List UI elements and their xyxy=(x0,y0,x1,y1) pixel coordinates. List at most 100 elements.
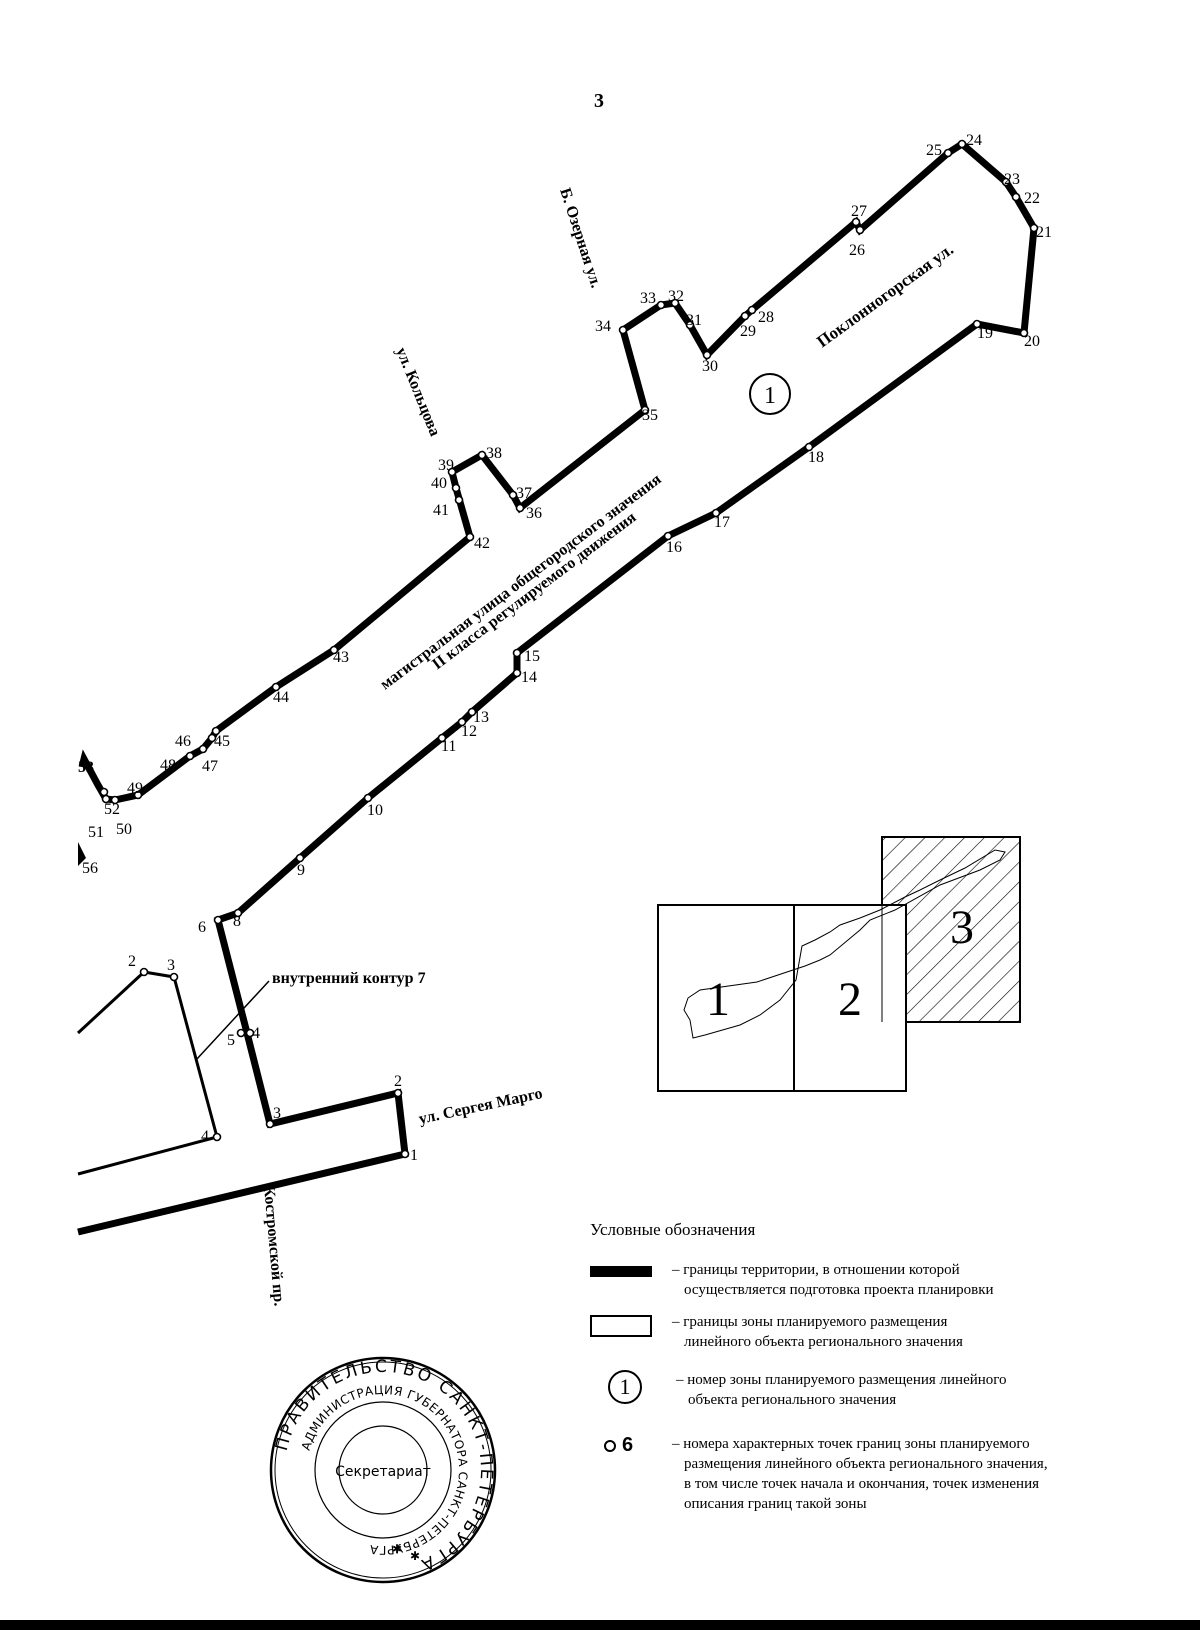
point-marker-15 xyxy=(512,648,522,658)
inner-marker-3 xyxy=(169,972,179,982)
inner-contour-leader xyxy=(195,980,270,1061)
point-marker-19 xyxy=(972,319,982,329)
point-label: 31 xyxy=(686,312,702,329)
point-marker-25 xyxy=(943,148,953,158)
point-marker-41 xyxy=(454,495,464,505)
point-label: 16 xyxy=(666,539,682,556)
point-label: 28 xyxy=(758,309,774,326)
point-marker-10 xyxy=(363,793,373,803)
inner-point-label: 3 xyxy=(167,957,175,974)
point-marker-33 xyxy=(656,300,666,310)
point-label: 30 xyxy=(702,358,718,375)
point-label: 39 xyxy=(438,457,454,474)
point-label: 35 xyxy=(642,407,658,424)
point-marker-1 xyxy=(400,1149,410,1159)
point-label: 23 xyxy=(1004,171,1020,188)
point-marker-44 xyxy=(271,682,281,692)
point-label: 49 xyxy=(127,780,143,797)
point-label: 14 xyxy=(521,669,537,686)
point-label: 37 xyxy=(516,485,532,502)
point-marker-18 xyxy=(804,442,814,452)
street-sergeya-margo: ул. Сергея Марго xyxy=(417,1085,544,1128)
point-label: 43 xyxy=(333,649,349,666)
legend-text-line: размещения линейного объекта регионально… xyxy=(684,1456,1048,1472)
boundary-end-56 xyxy=(78,842,86,866)
point-marker-30 xyxy=(702,350,712,360)
point-label: 21 xyxy=(1036,224,1052,241)
key-zone-outline xyxy=(683,849,1006,1039)
point-marker-13 xyxy=(467,707,477,717)
point-label: 19 xyxy=(977,325,993,342)
point-label: 8 xyxy=(233,913,241,930)
point-label: 41 xyxy=(433,502,449,519)
point-marker-34 xyxy=(618,325,628,335)
legend-text-line: в том числе точек начала и окончания, то… xyxy=(684,1476,1040,1492)
inner-point-label: 2 xyxy=(128,953,136,970)
point-marker-16 xyxy=(663,531,673,541)
street-kostromskoy: Костромской пр. xyxy=(260,1185,287,1307)
legend-text-line: объекта регионального значения xyxy=(688,1392,897,1408)
point-marker-43 xyxy=(329,645,339,655)
point-marker-17 xyxy=(711,508,721,518)
legend-text-line: – границы зоны планируемого размещения xyxy=(672,1314,948,1330)
inner-marker-2 xyxy=(139,967,149,977)
point-marker-40 xyxy=(451,483,461,493)
point-marker-28 xyxy=(747,305,757,315)
point-marker-45 xyxy=(211,726,221,736)
point-label: 48 xyxy=(160,757,176,774)
point-label: 11 xyxy=(441,738,456,755)
point-label: 34 xyxy=(595,318,611,335)
thick-line-symbol xyxy=(590,1266,652,1277)
point-marker-14 xyxy=(512,668,522,678)
point-marker-49 xyxy=(133,790,143,800)
point-label: 2 xyxy=(394,1073,402,1090)
street-labels: Б. Озерная ул. ул. Кольцова Поклонногорс… xyxy=(260,186,957,1307)
point-label: 17 xyxy=(714,514,730,531)
point-label: 50 xyxy=(116,821,132,838)
point-marker-21 xyxy=(1029,223,1039,233)
point-label: 51 xyxy=(88,824,104,841)
key-sheet-2 xyxy=(793,904,907,1092)
point-label: 33 xyxy=(640,290,656,307)
point-label: 10 xyxy=(367,802,383,819)
bottom-scan-edge xyxy=(0,1620,1200,1630)
point-marker-2 xyxy=(393,1088,403,1098)
point-label: 38 xyxy=(486,445,502,462)
legend-text-line: – номера характерных точек границ зоны п… xyxy=(672,1436,1030,1452)
point-marker-29 xyxy=(740,311,750,321)
point-marker-38 xyxy=(477,450,487,460)
point-label: 22 xyxy=(1024,190,1040,207)
star-icon: ✱ xyxy=(410,1549,420,1563)
point-symbol-number: 6 xyxy=(622,1434,634,1456)
circle-number-symbol: 1 xyxy=(608,1370,642,1404)
stamp-center-text: Секретариат xyxy=(335,1464,431,1480)
point-label: 26 xyxy=(849,242,865,259)
inner-contour-label: внутренний контур 7 xyxy=(272,970,426,987)
key-sheet-label-3: 3 xyxy=(950,901,974,954)
legend-text-line: линейного объекта регионального значения xyxy=(684,1334,963,1350)
point-label: 45 xyxy=(214,733,230,750)
point-dot-icon xyxy=(604,1439,616,1452)
inner-marker-4 xyxy=(212,1132,222,1142)
point-label: 47 xyxy=(202,758,218,775)
point-marker-23 xyxy=(1001,177,1011,187)
legend-text-line: осуществляется подготовка проекта планир… xyxy=(684,1282,994,1298)
rectangle-symbol xyxy=(590,1315,652,1337)
point-label: 5 xyxy=(227,1032,235,1049)
point-label: 4 xyxy=(252,1025,260,1042)
page-number: 3 xyxy=(594,90,604,112)
point-marker-36 xyxy=(515,503,525,513)
street-b-ozernaya: Б. Озерная ул. xyxy=(556,186,604,290)
point-labels: 1 2 3 4 5 6 8 9 10 11 12 13 14 15 16 17 … xyxy=(78,132,1052,1164)
inner-contour-7 xyxy=(76,970,219,1176)
point-label: 15 xyxy=(524,648,540,665)
point-markers xyxy=(99,139,1039,1159)
zone-number: 1 xyxy=(764,383,776,409)
point-label: 52 xyxy=(104,801,120,818)
point-label: 1 xyxy=(410,1147,418,1164)
legend-text-line: – границы территории, в отношении которо… xyxy=(672,1262,960,1278)
zone-number-marker: 1 xyxy=(749,373,791,415)
point-marker-24 xyxy=(957,139,967,149)
point-marker-31 xyxy=(685,320,695,330)
